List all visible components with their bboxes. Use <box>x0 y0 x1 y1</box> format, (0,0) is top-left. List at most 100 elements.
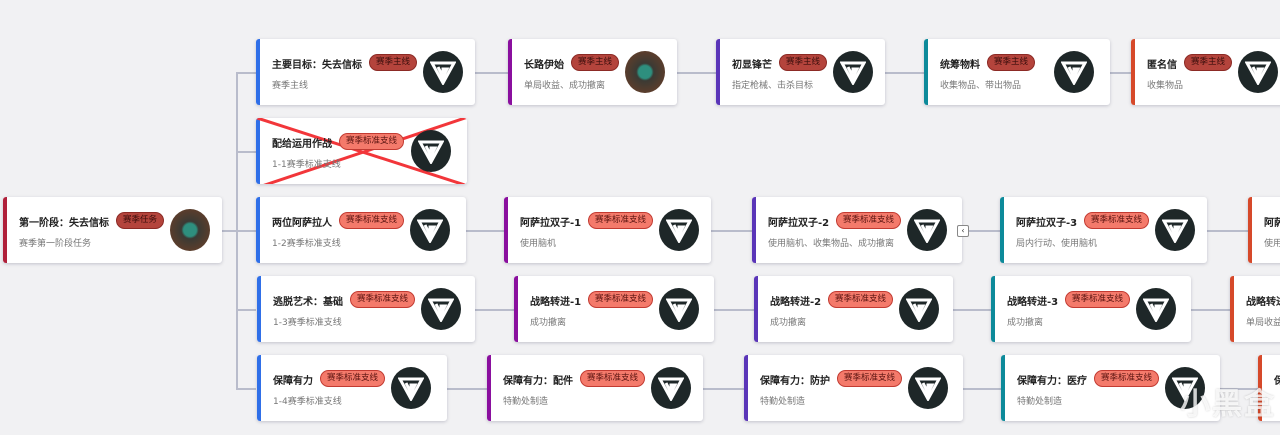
quest-card[interactable]: 长路伊始 赛季主线 单局收益、成功撤离 <box>508 39 677 105</box>
card-tag: 赛季主线 <box>987 54 1036 71</box>
quest-card[interactable]: 阿萨拉双子-2 赛季标准支线 使用脑机、收集物品、成功撤离 <box>752 197 962 263</box>
card-description: 成功撤离 <box>1007 318 1044 328</box>
card-description: 指定枪械、击杀目标 <box>732 81 814 91</box>
connector-line <box>963 388 1001 390</box>
quest-card[interactable]: 保障有力：配件 赛季标准支线 特勤处制造 <box>487 355 703 421</box>
card-tag: 赛季标准支线 <box>350 291 416 308</box>
card-title: 逃脱艺术：基础 <box>273 297 343 308</box>
quest-card[interactable]: 配给运用作战 赛季标准支线 1-1赛季标准支线 <box>256 118 467 184</box>
card-tag: 赛季标准支线 <box>1084 212 1150 229</box>
card-description: 局内行动、使用脑机 <box>1016 239 1098 249</box>
connector-line <box>236 388 256 390</box>
card-description: 特勤处制造 <box>503 397 549 407</box>
card-tag: 赛季标准支线 <box>836 212 902 229</box>
quest-card[interactable]: 战略转进 单局收益 <box>1230 276 1280 342</box>
quest-card[interactable]: 阿萨拉双子-1 赛季标准支线 使用脑机 <box>504 197 711 263</box>
card-description: 成功撤离 <box>770 318 807 328</box>
quest-logo-icon <box>899 288 939 330</box>
quest-card[interactable]: 保 <box>1258 355 1280 421</box>
card-description: 特勤处制造 <box>1017 397 1063 407</box>
quest-card[interactable]: 匿名信 赛季主线 收集物品 <box>1131 39 1280 105</box>
quest-card[interactable]: 保障有力：医疗 赛季标准支线 特勤处制造 <box>1001 355 1220 421</box>
quest-card[interactable]: 战略转进-3 赛季标准支线 成功撤离 <box>991 276 1191 342</box>
quest-card[interactable]: 阿萨 使用 <box>1248 197 1280 263</box>
connector-line <box>1110 72 1131 74</box>
quest-card[interactable]: 阿萨拉双子-3 赛季标准支线 局内行动、使用脑机 <box>1000 197 1207 263</box>
card-description: 收集物品、带出物品 <box>940 81 1022 91</box>
card-tag: 赛季标准支线 <box>828 291 894 308</box>
card-description: 1-4赛季标准支线 <box>273 397 342 407</box>
card-title: 战略转进-1 <box>530 297 582 308</box>
card-tag: 赛季标准支线 <box>588 291 654 308</box>
card-accent-bar <box>754 276 758 342</box>
quest-logo-icon <box>1165 367 1205 409</box>
card-description: 1-2赛季标准支线 <box>272 239 341 249</box>
quest-logo-icon <box>833 51 873 93</box>
card-accent-bar <box>1230 276 1234 342</box>
card-title: 战略转进 <box>1246 297 1280 308</box>
card-accent-bar <box>991 276 995 342</box>
quest-image-icon <box>625 51 665 93</box>
quest-logo-icon <box>659 288 699 330</box>
card-tag: 赛季标准支线 <box>339 212 405 229</box>
connector-line <box>714 309 754 311</box>
connector-line <box>236 151 256 153</box>
connector-line <box>1205 230 1248 232</box>
card-tag: 赛季标准支线 <box>1094 370 1160 387</box>
quest-logo-icon <box>1054 51 1094 93</box>
card-title: 阿萨 <box>1264 218 1280 229</box>
connector-line <box>470 72 508 74</box>
card-tag: 赛季标准支线 <box>837 370 903 387</box>
card-tag: 赛季标准支线 <box>320 370 386 387</box>
quest-card[interactable]: 保障有力 赛季标准支线 1-4赛季标准支线 <box>257 355 447 421</box>
card-title: 初显锋芒 <box>732 60 772 71</box>
card-accent-bar <box>487 355 491 421</box>
card-tag: 赛季标准支线 <box>580 370 646 387</box>
card-accent-bar <box>1131 39 1135 105</box>
card-description: 使用脑机 <box>520 239 557 249</box>
quest-card[interactable]: 两位阿萨拉人 赛季标准支线 1-2赛季标准支线 <box>256 197 466 263</box>
card-title: 主要目标：失去信标 <box>272 60 362 71</box>
quest-card[interactable]: 主要目标：失去信标 赛季主线 赛季主线 <box>256 39 475 105</box>
card-description: 使用脑机、收集物品、成功撤离 <box>768 239 895 249</box>
card-accent-bar <box>256 118 260 184</box>
card-accent-bar <box>508 39 512 105</box>
connector-line <box>665 72 716 74</box>
quest-card[interactable]: 初显锋芒 赛季主线 指定枪械、击杀目标 <box>716 39 885 105</box>
watermark: 小黑盒 <box>1180 387 1276 422</box>
card-title: 阿萨拉双子-2 <box>768 218 830 229</box>
card-accent-bar <box>514 276 518 342</box>
card-title: 阿萨拉双子-1 <box>520 218 582 229</box>
card-title: 保障有力：医疗 <box>1017 376 1087 387</box>
quest-card[interactable]: 逃脱艺术：基础 赛季标准支线 1-3赛季标准支线 <box>257 276 475 342</box>
quest-card[interactable]: 战略转进-2 赛季标准支线 成功撤离 <box>754 276 953 342</box>
quest-card[interactable]: 保障有力：防护 赛季标准支线 特勤处制造 <box>744 355 963 421</box>
connector-line <box>466 230 504 232</box>
quest-logo-icon <box>651 367 691 409</box>
card-description: 1-3赛季标准支线 <box>273 318 342 328</box>
card-accent-bar <box>1000 197 1004 263</box>
quest-logo-icon <box>423 51 463 93</box>
card-description: 赛季主线 <box>272 81 309 91</box>
quest-logo-icon <box>410 209 450 251</box>
card-title: 战略转进-3 <box>1007 297 1059 308</box>
card-description: 单局收益、成功撤离 <box>524 81 606 91</box>
card-tag: 赛季主线 <box>571 54 620 71</box>
card-accent-bar <box>257 355 261 421</box>
collapse-toggle-icon[interactable]: ‹ <box>957 225 969 237</box>
card-tag: 赛季标准支线 <box>588 212 654 229</box>
connector-line <box>885 72 924 74</box>
quest-card[interactable]: 统筹物料 赛季主线 收集物品、带出物品 <box>924 39 1110 105</box>
card-accent-bar <box>3 197 7 263</box>
card-description: 1-1赛季标准支线 <box>272 160 341 170</box>
connector-line <box>447 388 487 390</box>
quest-logo-icon <box>421 288 461 330</box>
connector-line <box>236 72 256 74</box>
card-description: 成功撤离 <box>530 318 567 328</box>
connector-line <box>953 309 991 311</box>
quest-card[interactable]: 战略转进-1 赛季标准支线 成功撤离 <box>514 276 714 342</box>
card-title: 两位阿萨拉人 <box>272 218 332 229</box>
connector-line <box>1191 309 1230 311</box>
quest-image-icon <box>170 209 210 251</box>
root-quest-card[interactable]: 第一阶段：失去信标 赛季任务 赛季第一阶段任务 <box>3 197 222 263</box>
